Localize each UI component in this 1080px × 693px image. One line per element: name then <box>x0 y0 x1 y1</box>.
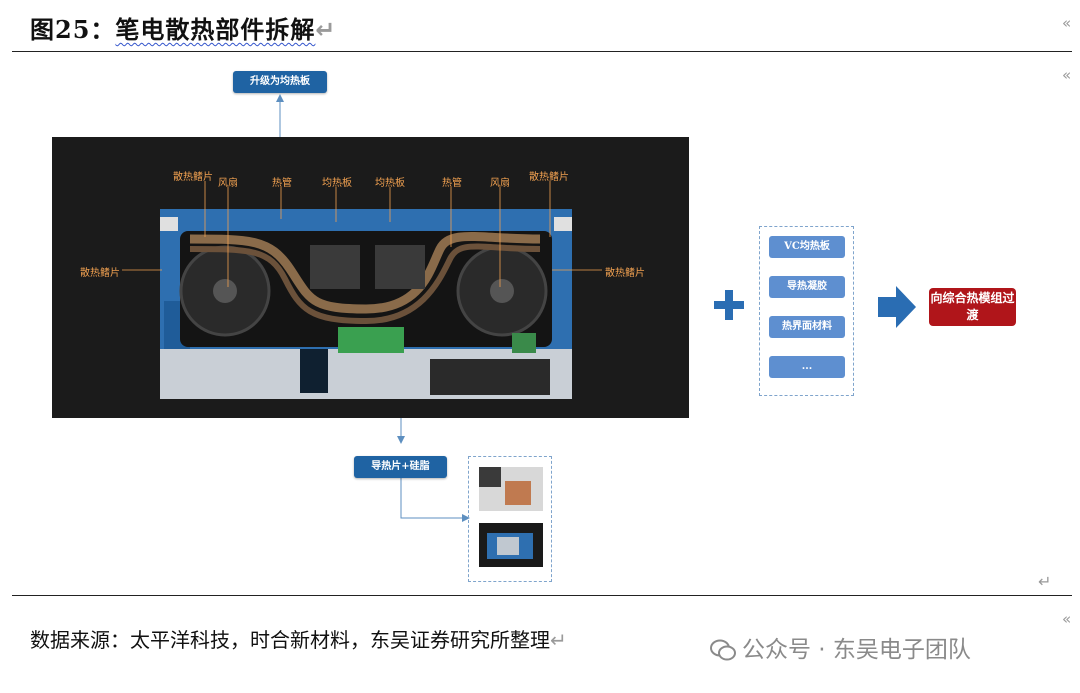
callout-leader-lines <box>122 181 602 287</box>
material-item-more: ... <box>769 356 845 378</box>
watermark-text: 公众号 · 东吴电子团队 <box>742 637 971 663</box>
bottom-rule <box>12 595 1072 596</box>
callout-fan-right: 风扇 <box>490 178 510 189</box>
callout-fin-mid-left: 散热鳍片 <box>80 268 120 279</box>
callout-heatpipe-right: 热管 <box>442 178 462 189</box>
callout-fin-top-right: 散热鳍片 <box>529 172 569 183</box>
callout-fin-top-left: 散热鳍片 <box>173 172 213 183</box>
material-item-gel: 导热凝胶 <box>769 276 845 298</box>
wechat-icon <box>710 639 736 661</box>
margin-mark-icon: « <box>1062 66 1072 84</box>
paragraph-mark-icon: ↵ <box>315 16 337 44</box>
margin-mark-icon: « <box>1062 610 1072 628</box>
integrated-thermal-module-box: 向综合热模组过渡 <box>929 288 1016 326</box>
title-rule <box>12 51 1072 52</box>
figure-title-text: 笔电散热部件拆解 <box>115 15 316 44</box>
paragraph-mark-icon: ↵ <box>550 628 567 652</box>
margin-mark-icon: « <box>1062 14 1072 32</box>
figure-title: 图25：笔电散热部件拆解↵ <box>30 10 337 45</box>
arrow-right-icon <box>878 286 916 328</box>
thermal-pad-grease-box: 导热片+硅脂 <box>354 456 447 478</box>
motherboard-image <box>160 209 572 399</box>
callout-vc-left: 均热板 <box>322 178 352 189</box>
material-item-vc: VC均热板 <box>769 236 845 258</box>
callout-fin-mid-right: 散热鳍片 <box>605 268 645 279</box>
thermal-grease-photo <box>479 523 543 567</box>
source-text: 数据来源：太平洋科技，时合新材料，东吴证券研究所整理 <box>30 628 550 652</box>
figure-number: 图25： <box>30 15 116 44</box>
plus-icon <box>714 290 744 320</box>
callout-heatpipe-left: 热管 <box>272 178 292 189</box>
elbow-arrow <box>400 478 470 522</box>
upgrade-to-vc-box: 升级为均热板 <box>233 71 327 93</box>
callout-vc-right: 均热板 <box>375 178 405 189</box>
watermark: 公众号 · 东吴电子团队 <box>710 630 971 664</box>
thermal-pad-photo <box>479 467 543 511</box>
source-note: 数据来源：太平洋科技，时合新材料，东吴证券研究所整理↵ <box>30 624 567 653</box>
callout-fan-left: 风扇 <box>218 178 238 189</box>
thermal-material-list: VC均热板 导热凝胶 热界面材料 ... <box>759 226 854 396</box>
paragraph-mark-icon: ↵ <box>1038 572 1052 591</box>
laptop-teardown-photo: 散热鳍片 风扇 热管 均热板 均热板 热管 风扇 散热鳍片 散热鳍片 散热鳍片 <box>52 137 689 418</box>
inset-photo-panel <box>468 456 552 582</box>
material-item-tim: 热界面材料 <box>769 316 845 338</box>
